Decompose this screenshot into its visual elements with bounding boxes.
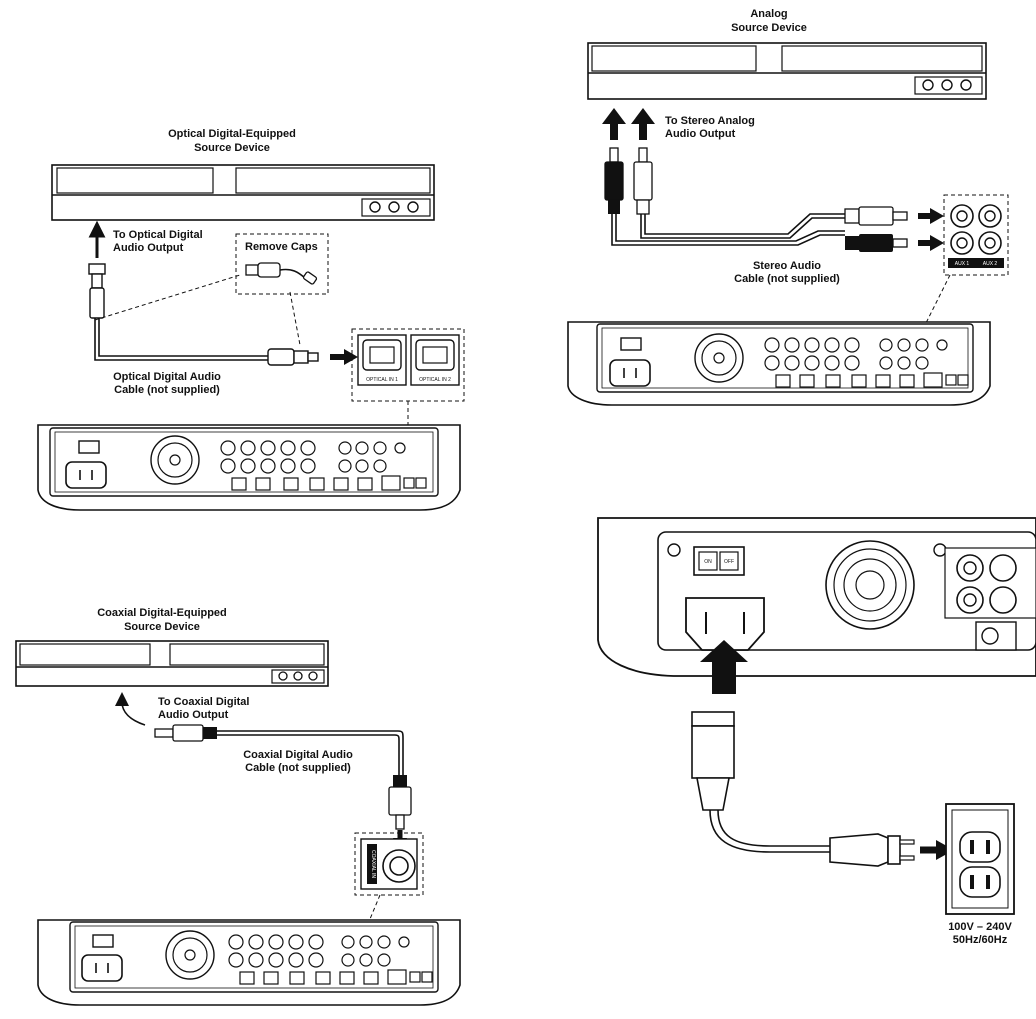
power-section: ON OFF bbox=[597, 517, 1036, 946]
analog-section: Analog Source Device To Stereo Analog Au… bbox=[567, 8, 1009, 406]
coaxial-port-zoom: COAXIAL IN bbox=[354, 832, 424, 896]
switch-off-label: OFF bbox=[724, 559, 734, 565]
wall-outlet bbox=[945, 803, 1015, 915]
frequency-label: 50Hz/60Hz bbox=[953, 934, 1008, 946]
optical-output-label-line1: To Optical Digital bbox=[113, 229, 203, 241]
coaxial-cable-label-line2: Cable (not supplied) bbox=[245, 762, 351, 774]
coaxial-section: Coaxial Digital-Equipped Source Device T… bbox=[15, 607, 461, 1006]
coaxial-cable-label-line1: Coaxial Digital Audio bbox=[243, 749, 353, 761]
analog-plugs-right bbox=[844, 206, 908, 252]
analog-output-label-line1: To Stereo Analog bbox=[665, 115, 755, 127]
aux-2-label: AUX 2 bbox=[983, 261, 998, 267]
aux-1-label: AUX 1 bbox=[955, 261, 970, 267]
optical-output-arrow bbox=[88, 220, 106, 258]
switch-on-label: ON bbox=[704, 559, 712, 565]
analog-cable-label-line2: Cable (not supplied) bbox=[734, 273, 840, 285]
coaxial-plug-left bbox=[154, 724, 217, 742]
cap-icon bbox=[245, 262, 318, 285]
optical-in-1-label: OPTICAL IN 1 bbox=[366, 377, 398, 383]
power-insert-arrow bbox=[700, 640, 748, 694]
ac-inlet bbox=[685, 597, 765, 651]
analog-output-label-line2: Audio Output bbox=[665, 128, 736, 140]
optical-plug-bottom bbox=[267, 348, 319, 366]
analog-device-title-line1: Analog bbox=[750, 8, 787, 20]
optical-insert-arrow bbox=[344, 349, 358, 365]
wall-plug bbox=[829, 833, 915, 867]
coaxial-plug-right bbox=[388, 775, 412, 830]
voltage-label: 100V – 240V bbox=[948, 921, 1012, 933]
coaxial-in-label: COAXIAL IN bbox=[370, 850, 376, 878]
coaxial-output-label-line2: Audio Output bbox=[158, 709, 229, 721]
optical-ports-zoom: OPTICAL IN 1 OPTICAL IN 2 bbox=[351, 328, 465, 402]
analog-cable-label-line1: Stereo Audio bbox=[753, 260, 821, 272]
optical-device-title-line1: Optical Digital-Equipped bbox=[168, 128, 296, 140]
remove-caps-label: Remove Caps bbox=[245, 241, 318, 253]
coaxial-output-label-line1: To Coaxial Digital bbox=[158, 696, 249, 708]
receiver-rear-panel-coaxial bbox=[37, 919, 461, 1006]
analog-source-device bbox=[587, 42, 987, 100]
analog-ports-zoom: AUX 1 AUX 2 bbox=[943, 194, 1009, 276]
analog-arrow-left bbox=[602, 108, 626, 140]
optical-plug-top bbox=[88, 263, 106, 319]
analog-arrow-right bbox=[631, 108, 655, 140]
analog-plugs-top bbox=[604, 147, 653, 215]
fan-icon bbox=[825, 540, 915, 630]
optical-in-2-label: OPTICAL IN 2 bbox=[419, 377, 451, 383]
optical-cable-label-line2: Cable (not supplied) bbox=[114, 384, 220, 396]
coaxial-source-device bbox=[15, 640, 329, 687]
receiver-rear-panel-analog bbox=[567, 321, 991, 406]
optical-output-label-line2: Audio Output bbox=[113, 242, 184, 254]
receiver-rear-closeup: ON OFF bbox=[597, 517, 1036, 677]
analog-device-title-line2: Source Device bbox=[731, 22, 807, 34]
power-cord-plug bbox=[691, 711, 735, 811]
optical-source-device bbox=[51, 164, 435, 221]
optical-device-title-line2: Source Device bbox=[194, 142, 270, 154]
coaxial-device-title-line1: Coaxial Digital-Equipped bbox=[97, 607, 227, 619]
receiver-rear-panel-optical bbox=[37, 424, 461, 511]
optical-section: Optical Digital-Equipped Source Device T… bbox=[37, 128, 465, 511]
coaxial-device-title-line2: Source Device bbox=[124, 621, 200, 633]
optical-cable-label-line1: Optical Digital Audio bbox=[113, 371, 221, 383]
remove-caps-box bbox=[235, 233, 329, 295]
